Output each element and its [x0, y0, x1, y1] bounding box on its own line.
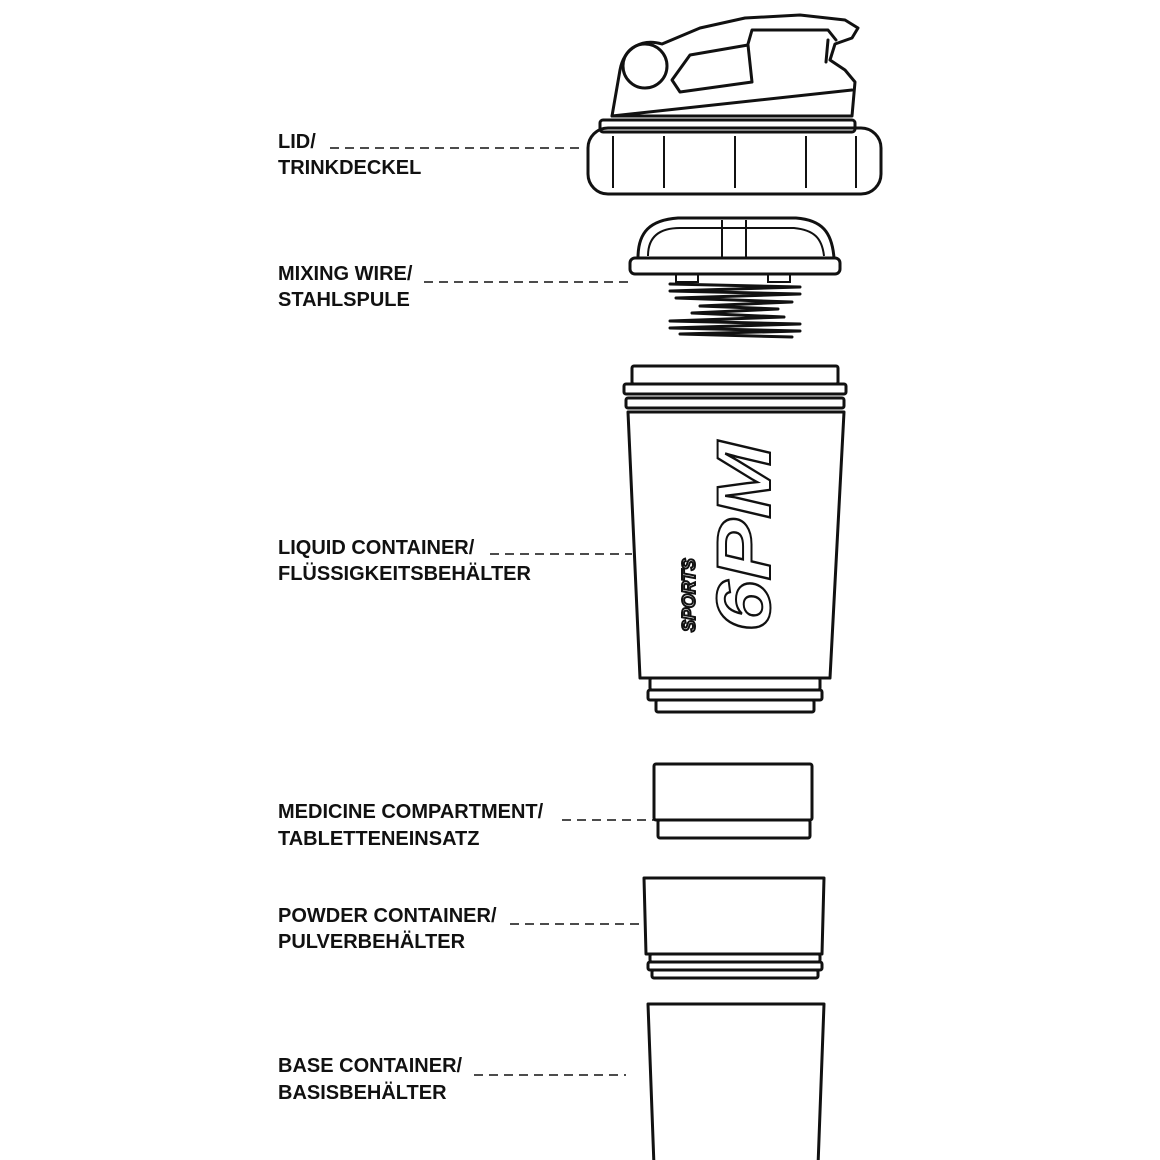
- mixing-wire-part: [628, 216, 842, 339]
- base-container-label-en: BASE CONTAINER/: [278, 1055, 463, 1077]
- powder-container-label-en: POWDER CONTAINER/: [278, 905, 497, 927]
- liquid-container-label-en: LIQUID CONTAINER/: [278, 537, 475, 559]
- powder-container-label-de: PULVERBEHÄLTER: [278, 930, 466, 953]
- logo-large: 6PM: [702, 440, 787, 632]
- sports-6pm-logo: 6PM SPORTS: [678, 439, 788, 633]
- logo-small: SPORTS: [679, 558, 699, 632]
- mixing-wire-label-en: MIXING WIRE/: [278, 263, 413, 285]
- base-container-part: [646, 1002, 826, 1160]
- mixing-wire-label-de: STAHLSPULE: [278, 289, 410, 311]
- liquid-container-label-de: FLÜSSIGKEITSBEHÄLTER: [278, 562, 532, 585]
- lid-part: [586, 13, 883, 196]
- lid-label-en: LID/: [278, 131, 316, 153]
- medicine-compartment-part: [652, 762, 814, 840]
- lid-label-de: TRINKDECKEL: [278, 157, 421, 179]
- base-container-label-de: BASISBEHÄLTER: [278, 1081, 447, 1104]
- medicine-compartment-label-de: TABLETTENEINSATZ: [278, 828, 479, 850]
- medicine-compartment-label-en: MEDICINE COMPARTMENT/: [278, 801, 544, 823]
- powder-container-part: [642, 876, 826, 980]
- liquid-container-part: 6PM SPORTS: [622, 364, 848, 714]
